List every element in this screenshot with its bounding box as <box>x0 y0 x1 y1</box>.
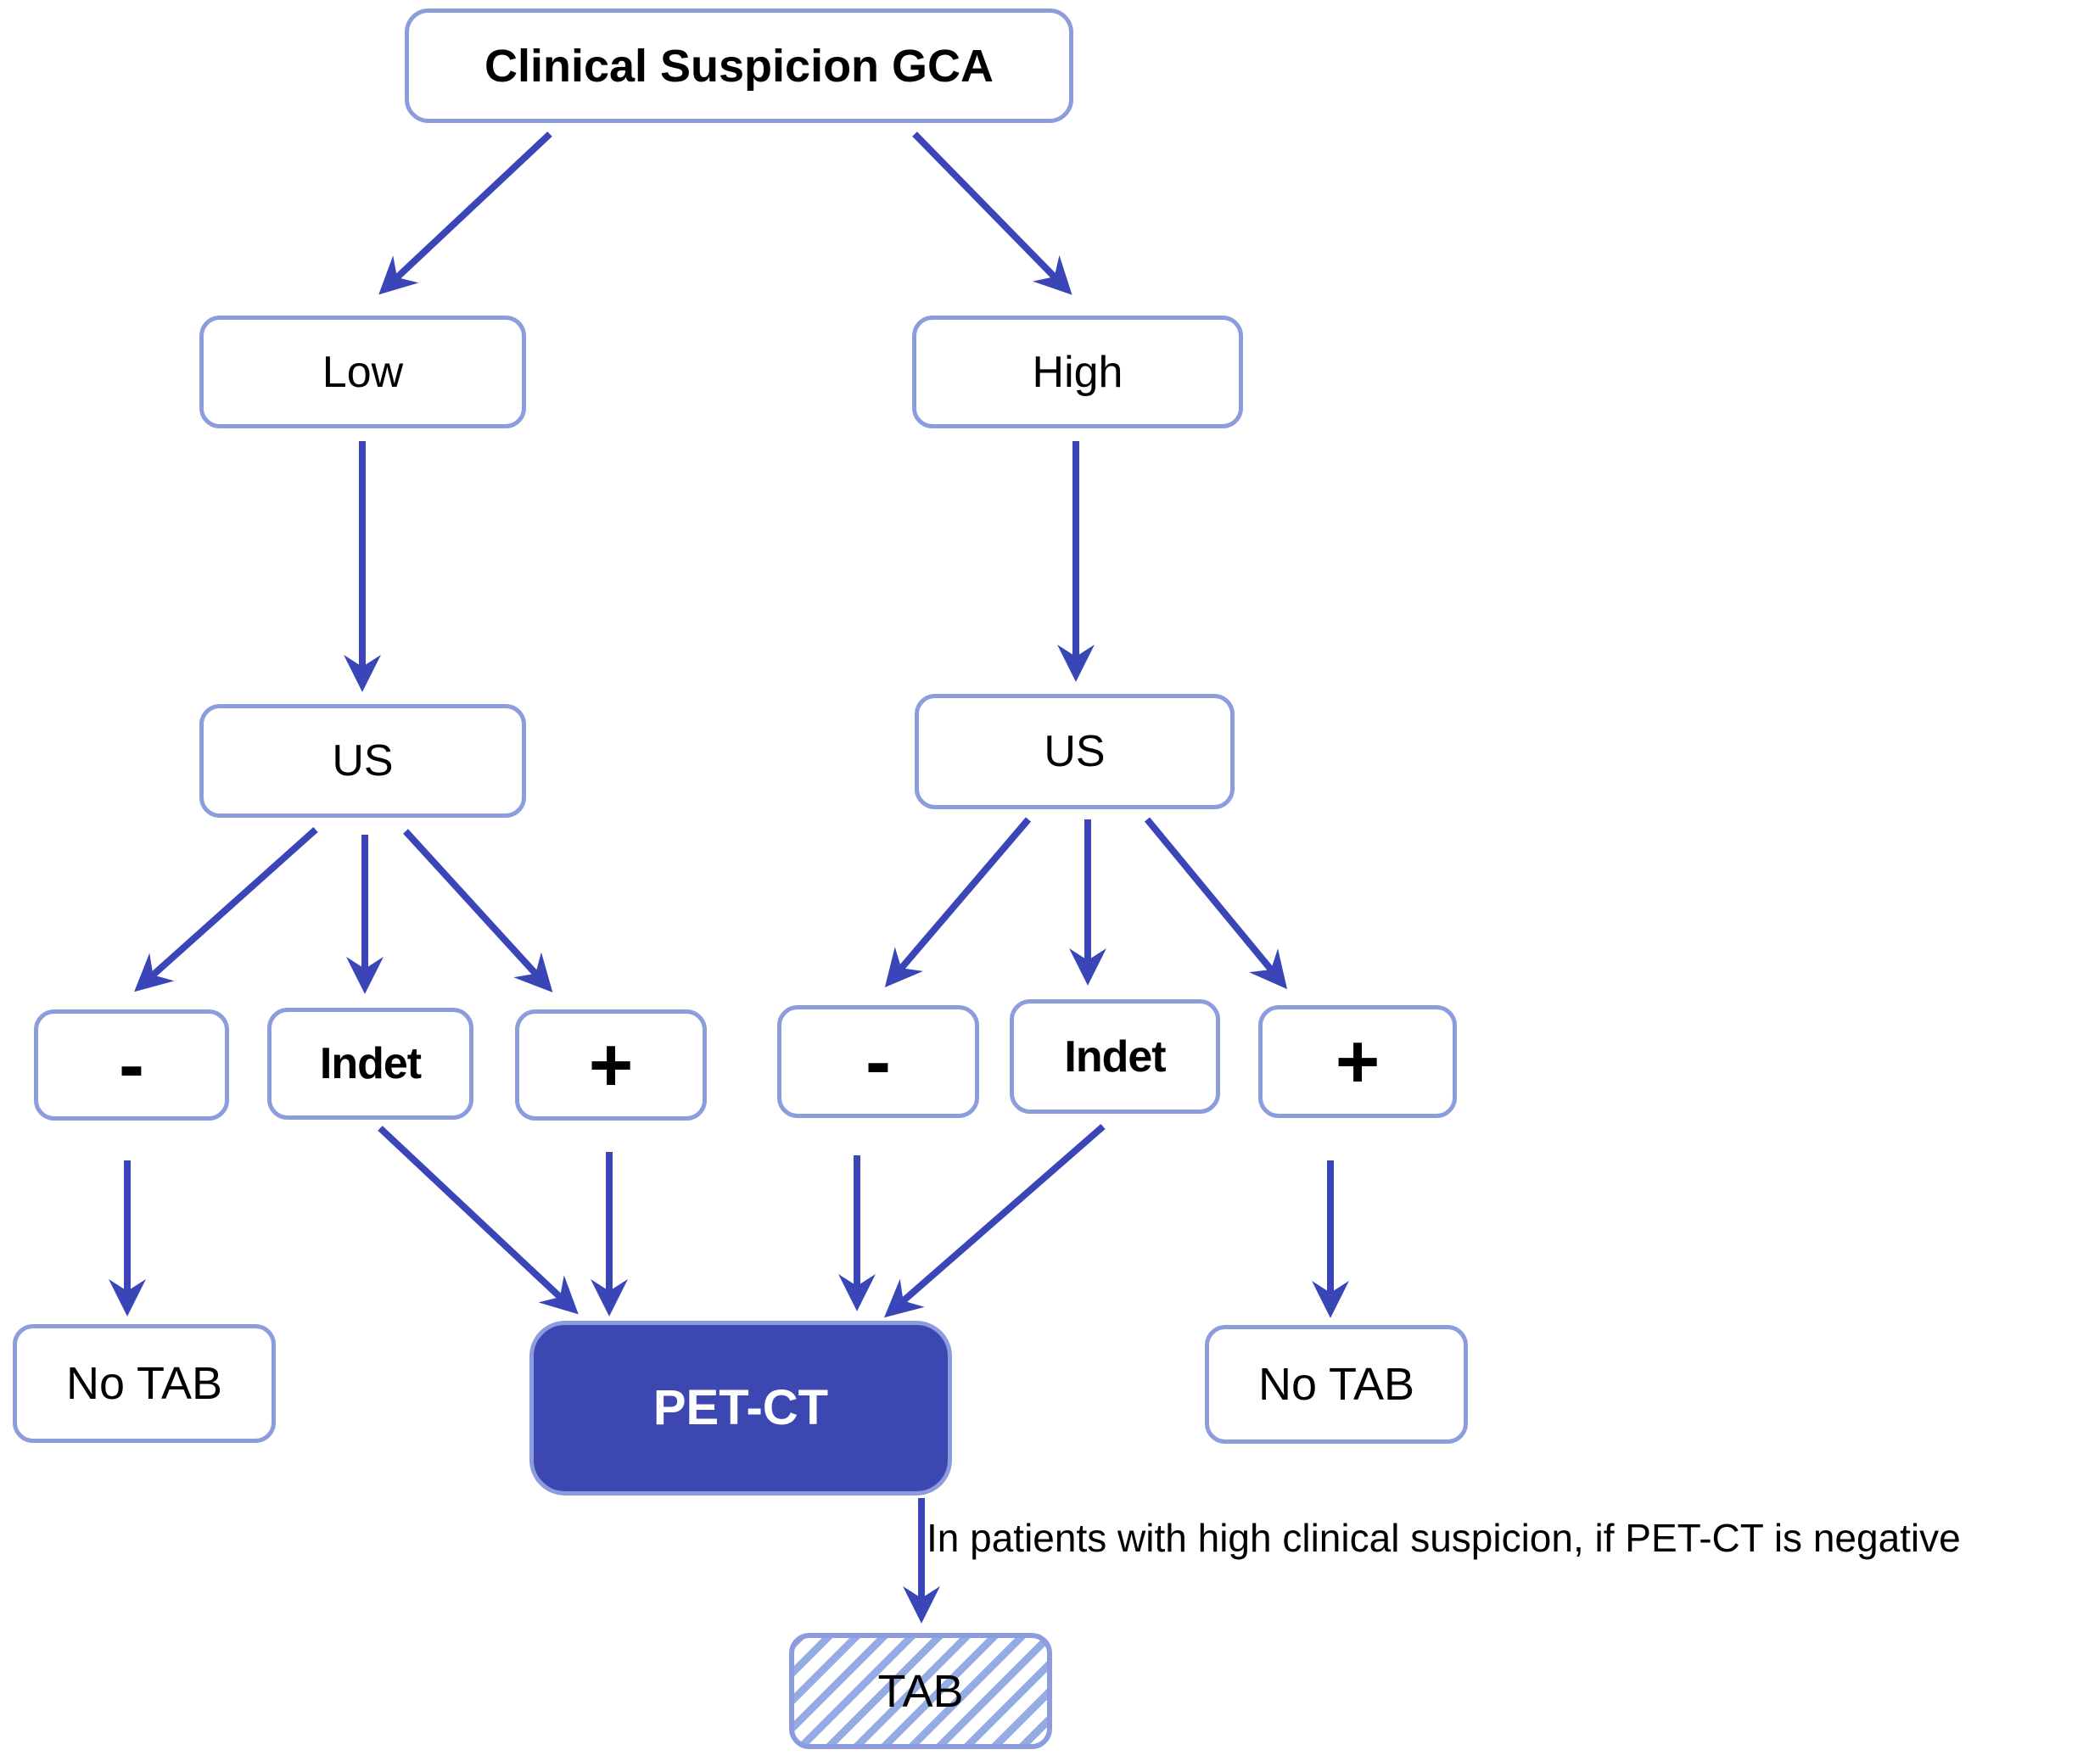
node-us-low-indeterminate: Indet <box>267 1008 473 1120</box>
node-low: Low <box>199 316 526 428</box>
arrow-us-low-to-negative <box>134 827 318 992</box>
arrow-us-high-to-negative <box>884 817 1032 988</box>
arrow-us-high-to-positive <box>1144 817 1288 990</box>
node-us-high-positive: + <box>1258 1005 1457 1118</box>
node-us-high-indeterminate: Indet <box>1010 999 1220 1114</box>
arrow-indet-high-to-pet-ct <box>884 1123 1106 1318</box>
node-us-high: US <box>915 694 1235 809</box>
node-pet-ct: PET-CT <box>529 1321 952 1495</box>
arrow-title-to-low <box>378 131 552 295</box>
arrow-indet-low-to-pet-ct <box>378 1126 579 1315</box>
node-tab: TAB <box>789 1633 1052 1749</box>
node-high: High <box>912 316 1243 428</box>
node-us-low-positive: + <box>515 1009 707 1121</box>
node-us-low: US <box>199 704 526 818</box>
node-clinical-suspicion-gca: Clinical Suspicion GCA <box>405 8 1073 123</box>
node-us-high-negative: - <box>777 1005 979 1118</box>
arrow-us-low-to-positive <box>403 829 553 992</box>
arrow-title-to-high <box>912 131 1072 295</box>
node-no-tab-right: No TAB <box>1205 1325 1468 1444</box>
node-no-tab-left: No TAB <box>13 1324 276 1443</box>
node-us-low-negative: - <box>34 1009 229 1121</box>
pet-ct-negative-annotation: In patients with high clinical suspicion… <box>927 1516 1961 1560</box>
